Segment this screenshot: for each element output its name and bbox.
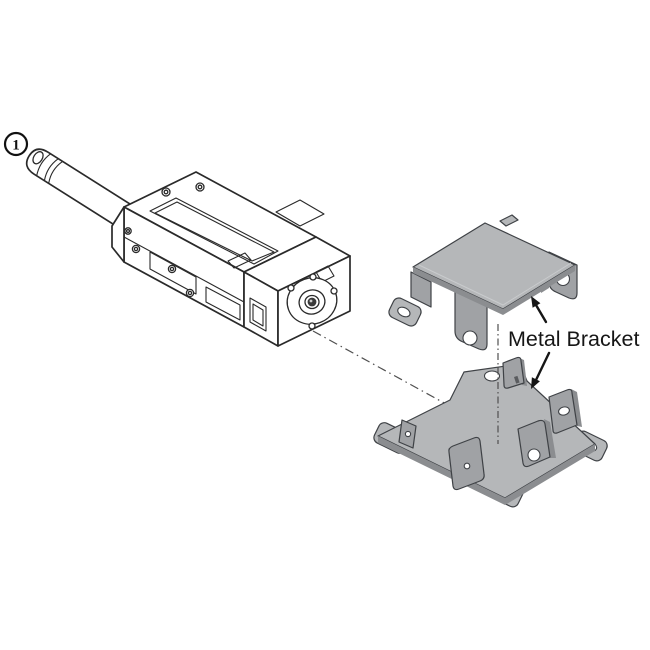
lower-bracket-small-left-tab — [398, 419, 417, 449]
upper-bracket-rear-tab — [499, 214, 519, 227]
piston-rod-icon — [25, 148, 147, 238]
tab-hole — [558, 406, 570, 416]
upper-bracket-edge — [413, 265, 575, 315]
front-pocket-2 — [205, 286, 241, 321]
step-number: 1 — [12, 138, 20, 154]
body-rear-tab — [275, 199, 325, 227]
port-hole — [307, 297, 317, 307]
metal-bracket-callout: Metal Bracket — [508, 296, 639, 389]
label-arrow-lower-head — [531, 377, 540, 389]
foot-hole — [462, 330, 478, 346]
endcap-pad — [249, 297, 267, 332]
lower-bracket-rear-right-tab — [548, 388, 582, 434]
lower-bracket-edge — [378, 436, 595, 505]
lower-bracket-front-right-tab — [517, 419, 556, 468]
label-arrow-upper-head — [531, 296, 541, 308]
upper-bracket-right-foot — [454, 289, 488, 351]
actuator-drawing — [25, 148, 351, 347]
upper-bracket-left-foot — [388, 271, 432, 327]
upper-metal-bracket — [388, 214, 578, 351]
lower-bracket-center-pad — [448, 436, 485, 491]
label-arrow-upper — [534, 303, 548, 324]
rod-end-hole — [32, 151, 44, 165]
label-arrow-lower — [534, 351, 551, 382]
assembly-centerline-diagonal — [312, 330, 447, 405]
front-seam — [123, 236, 245, 303]
lower-bracket-neck-tab — [502, 356, 527, 389]
top-slot — [149, 197, 279, 265]
metal-bracket-label: Metal Bracket — [508, 327, 639, 351]
step-1-badge: 1 — [3, 131, 29, 157]
top-notch — [227, 252, 252, 269]
lower-metal-bracket — [373, 356, 608, 508]
step-circle — [3, 131, 29, 157]
endcap-pad-inner — [252, 303, 264, 327]
pad-hole — [463, 462, 471, 470]
front-pocket-1 — [149, 251, 197, 295]
screw-holes — [124, 182, 205, 298]
foot-hole — [397, 306, 411, 318]
tab-hole — [527, 448, 541, 462]
neck-hole — [483, 370, 501, 382]
upper-bracket-plate — [412, 222, 576, 310]
top-slot-inner — [154, 201, 275, 262]
actuator-body — [111, 171, 351, 347]
body-left-end — [111, 206, 125, 263]
port-boss — [286, 265, 338, 330]
